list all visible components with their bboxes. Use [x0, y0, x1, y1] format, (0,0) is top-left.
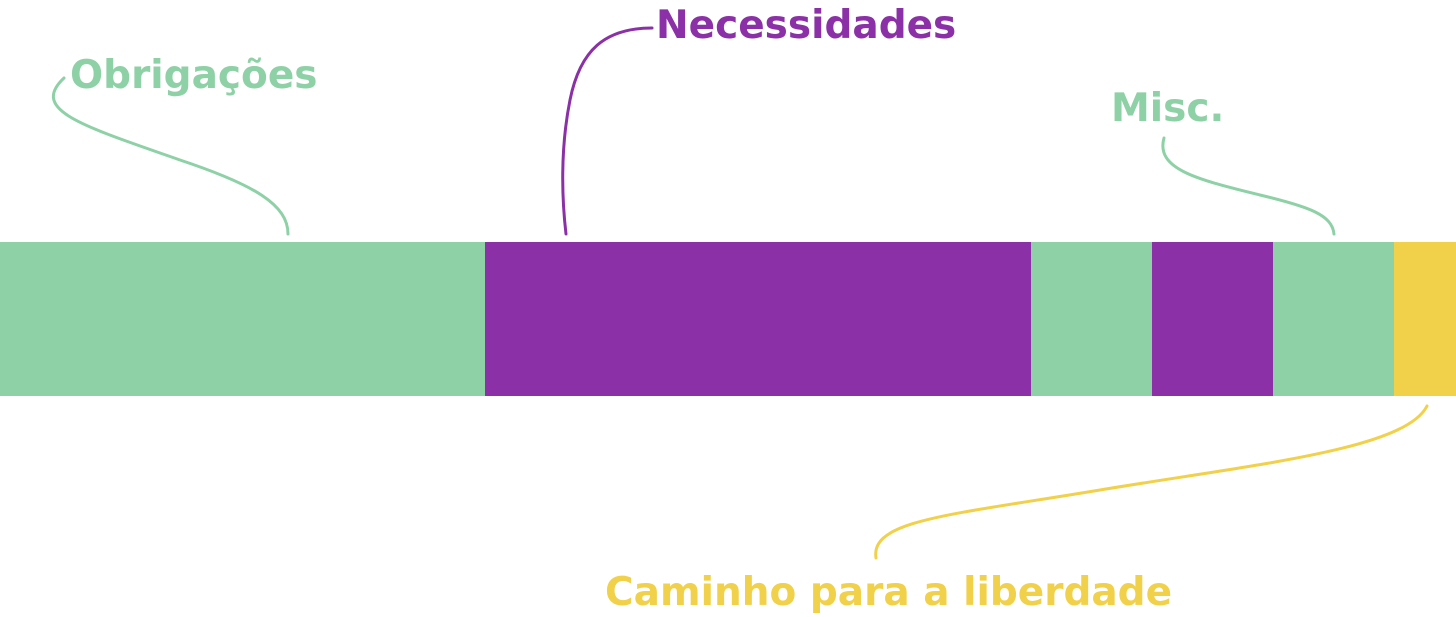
- connector-misc: [1161, 136, 1336, 236]
- segment-misc-1: [1031, 242, 1152, 396]
- segment-caminho: [1394, 242, 1456, 396]
- budget-bar: [0, 242, 1456, 396]
- connector-obrigacoes: [51, 76, 290, 236]
- label-necessidades: Necessidades: [656, 3, 957, 48]
- segment-obrigacoes: [0, 242, 485, 396]
- label-obrigacoes: Obrigações: [70, 53, 318, 98]
- segment-necessidades-2: [1152, 242, 1273, 396]
- label-caminho: Caminho para a liberdade: [605, 570, 1173, 615]
- label-misc: Misc.: [1111, 86, 1225, 131]
- segment-misc-2: [1273, 242, 1394, 396]
- segment-necessidades: [485, 242, 1031, 396]
- connector-necessidades: [561, 26, 654, 236]
- connector-caminho: [874, 404, 1429, 560]
